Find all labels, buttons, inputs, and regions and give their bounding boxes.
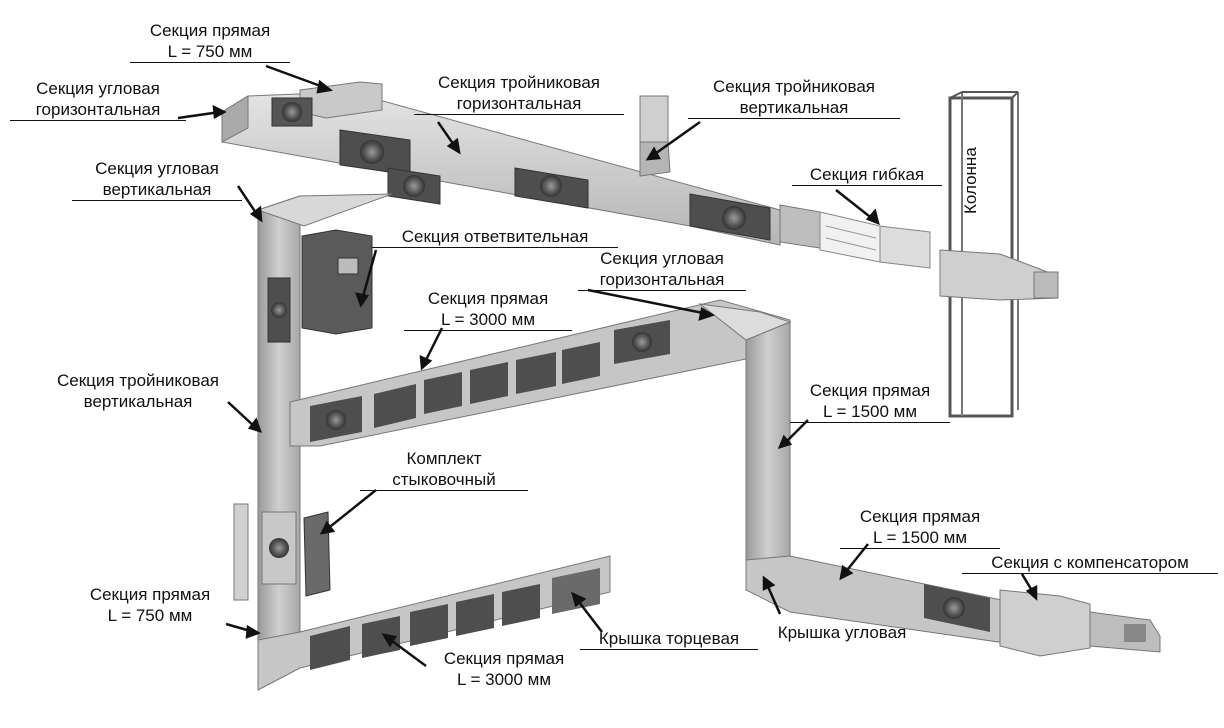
label-text: Секция прямая [149, 21, 271, 40]
middle-duct-run [289, 299, 791, 447]
column-label: Колонна [961, 147, 980, 214]
label-text: Секция прямая [427, 289, 549, 308]
label-text: Секция угловая [600, 249, 724, 268]
bottom-right-run [745, 555, 1161, 657]
label-text: L = 1500 мм [790, 401, 950, 423]
label-text: Секция тройниковая [713, 77, 875, 96]
label-text: горизонтальная [414, 93, 624, 115]
arrow-branch [355, 249, 378, 308]
arrow-corner-horizontal-mid [587, 288, 715, 321]
label-straight-1500-right: Секция прямая L = 1500 мм [790, 380, 950, 423]
arrow-straight-3000-mid [419, 327, 444, 371]
arrow-tee-vertical-left [227, 401, 263, 433]
label-corner-horizontal-top: Секция угловая горизонтальная [10, 78, 186, 121]
arrow-tee-vertical-top [645, 120, 701, 161]
label-text: Секция угловая [36, 79, 160, 98]
leader-arrows [177, 64, 1038, 668]
label-straight-1500-bottom: Секция прямая L = 1500 мм [840, 506, 1000, 549]
label-text: Секция прямая [89, 585, 211, 604]
label-text: Секция гибкая [792, 164, 942, 186]
label-joint-kit: Комплект стыковочный [360, 448, 528, 491]
label-tee-vertical-top: Секция тройниковая вертикальная [688, 76, 900, 119]
label-text: вертикальная [83, 392, 193, 411]
label-corner-cap: Крышка угловая [760, 622, 924, 643]
flexible-section [819, 211, 931, 269]
label-branch: Секция ответвительная [372, 226, 618, 248]
arrow-end-cap [571, 591, 603, 633]
arrow-straight-750-left [225, 622, 261, 639]
label-text: L = 750 мм [107, 606, 193, 625]
label-corner-vertical: Секция угловая вертикальная [72, 158, 242, 201]
arrow-straight-1500-right [777, 419, 809, 449]
label-flexible: Секция гибкая [792, 164, 942, 186]
label-text: Секция прямая [443, 649, 565, 668]
label-text: горизонтальная [10, 99, 186, 121]
bottom-left-run [257, 555, 611, 691]
label-text: L = 1500 мм [840, 527, 1000, 549]
label-tee-vertical-left: Секция тройниковая вертикальная [32, 370, 244, 412]
arrow-corner-horizontal-top [177, 104, 227, 120]
label-text: вертикальная [688, 97, 900, 119]
arrow-corner-vertical [236, 185, 263, 223]
label-text: L = 750 мм [130, 41, 290, 63]
label-text: горизонтальная [578, 269, 746, 291]
left-riser [233, 193, 393, 689]
label-text: Крышка угловая [777, 623, 907, 642]
label-straight-3000-bottom: Секция прямая L = 3000 мм [420, 648, 588, 690]
label-text: Крышка торцевая [580, 628, 758, 650]
branch-box [301, 229, 373, 335]
right-drop [698, 303, 792, 591]
arrow-flexible [835, 189, 880, 226]
label-text: Секция прямая [859, 507, 981, 526]
label-straight-3000-mid: Секция прямая L = 3000 мм [404, 288, 572, 331]
label-text: Секция с компенсатором [962, 552, 1218, 574]
arrow-compensator [1020, 573, 1038, 601]
label-text: L = 3000 мм [404, 309, 572, 331]
arrow-tee-horizontal [436, 121, 461, 155]
column [939, 91, 1059, 418]
arrow-straight-750-top [265, 64, 333, 94]
label-text: Секция прямая [809, 381, 931, 400]
top-duct-run [221, 81, 821, 249]
label-text: Секция угловая [95, 159, 219, 178]
label-tee-horizontal: Секция тройниковая горизонтальная [414, 72, 624, 115]
label-corner-horizontal-mid: Секция угловая горизонтальная [578, 248, 746, 291]
label-text: Секция тройниковая [438, 73, 600, 92]
label-end-cap: Крышка торцевая [580, 628, 758, 650]
label-text: Секция тройниковая [57, 371, 219, 390]
tee-vertical-stub [639, 95, 671, 177]
arrow-joint-kit [319, 489, 377, 535]
label-compensator: Секция с компенсатором [962, 552, 1218, 574]
arrow-corner-cap [762, 575, 782, 615]
arrow-straight-1500-bottom [839, 543, 869, 581]
label-text: стыковочный [360, 469, 528, 491]
label-text: вертикальная [72, 179, 242, 201]
arrow-straight-3000-bottom [381, 633, 427, 668]
label-text: L = 3000 мм [456, 670, 552, 689]
label-text: Секция ответвительная [372, 226, 618, 248]
label-text: Комплект [406, 449, 482, 468]
label-straight-750-top: Секция прямая L = 750 мм [130, 20, 290, 63]
label-straight-750-left: Секция прямая L = 750 мм [70, 584, 230, 626]
